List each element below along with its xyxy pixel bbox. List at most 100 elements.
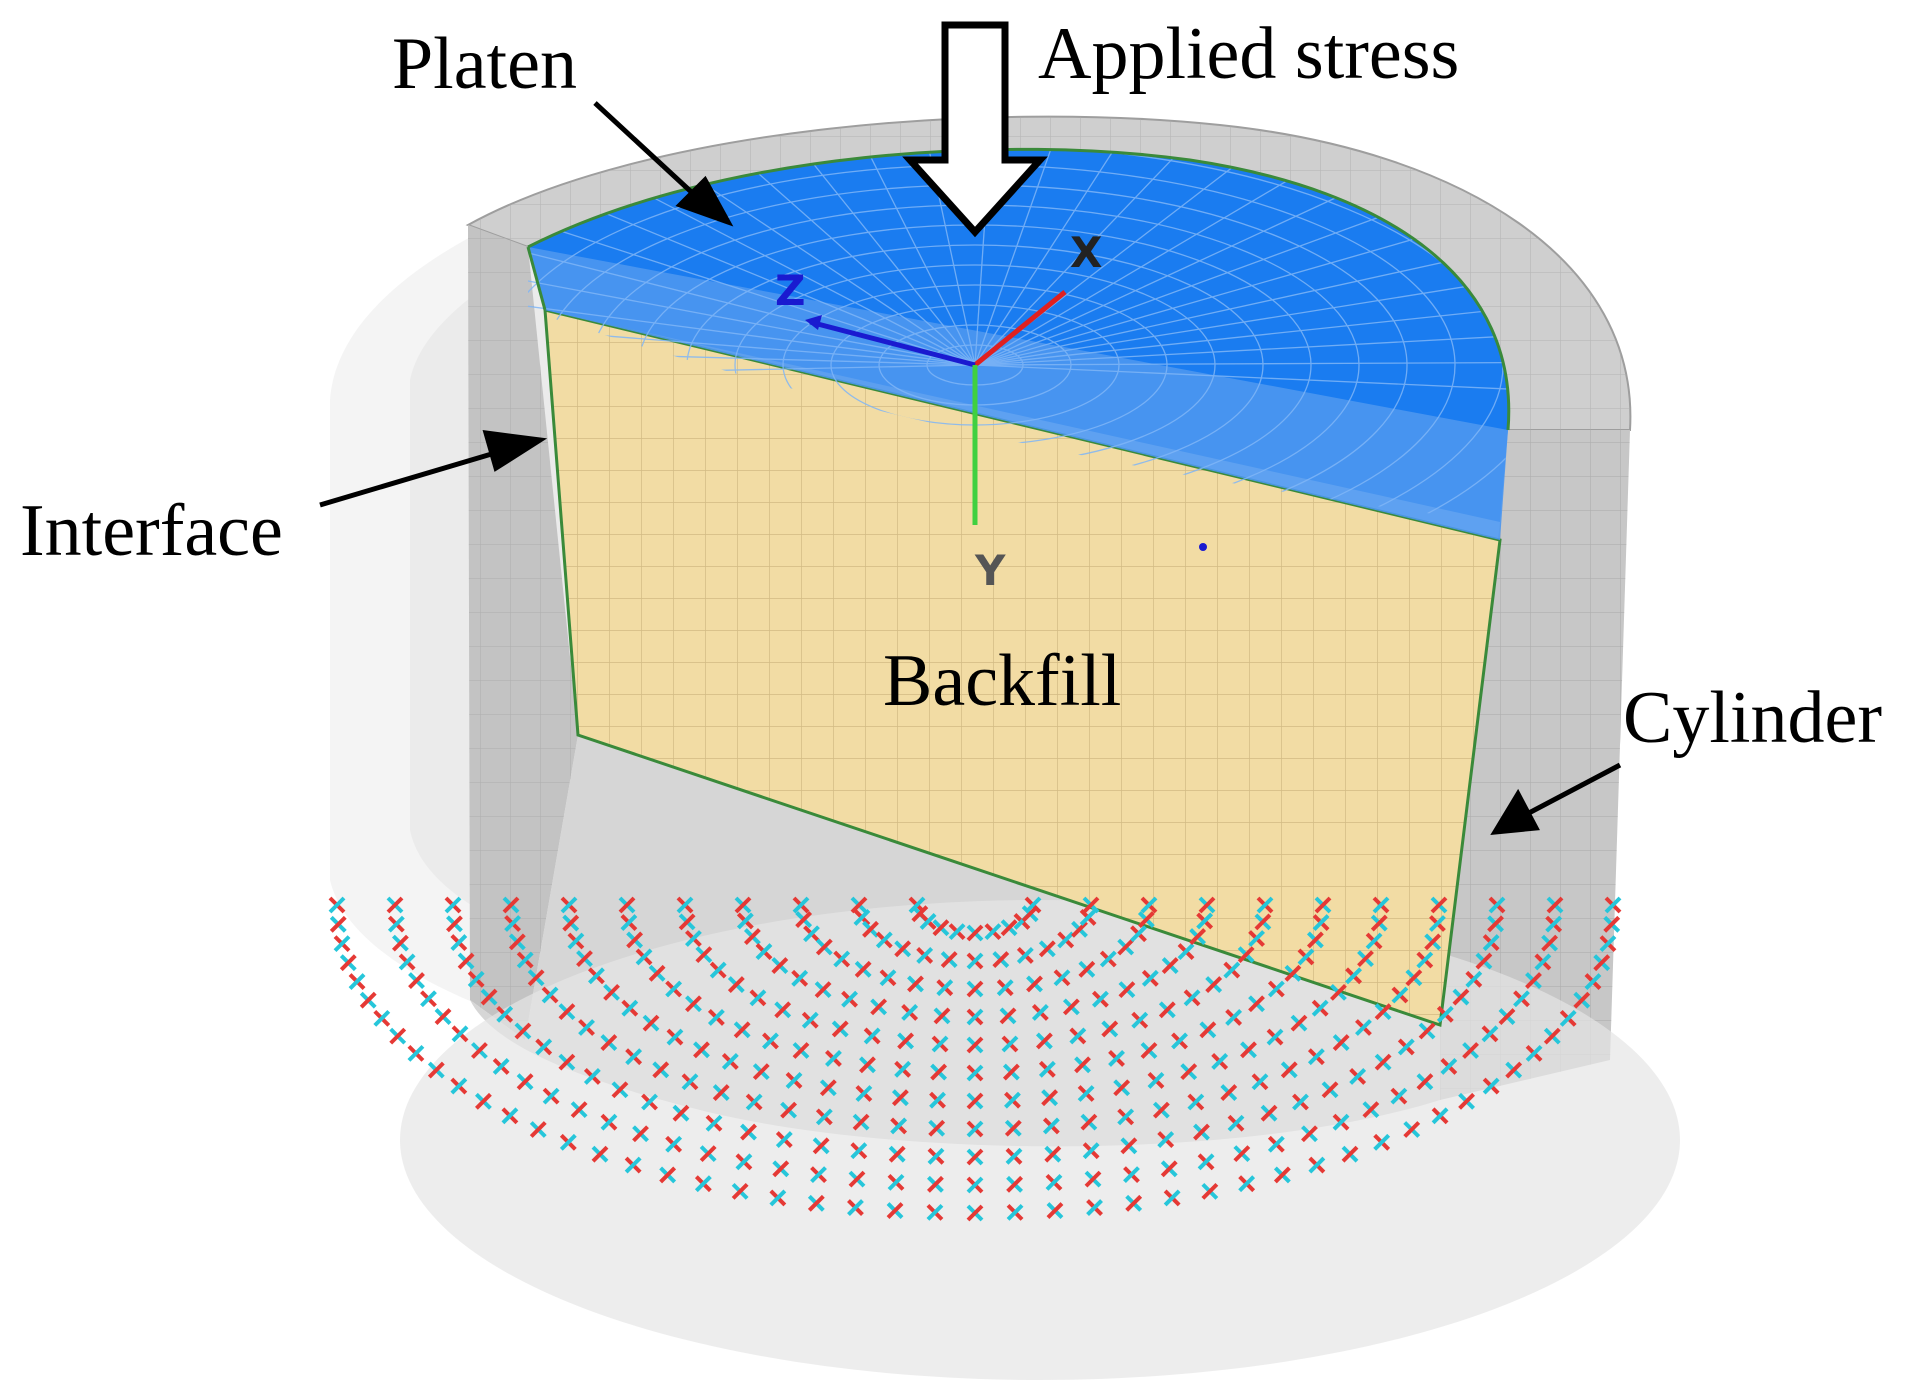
support-symbol: [1372, 896, 1390, 914]
support-symbol: [745, 1093, 763, 1111]
support-symbol: [743, 928, 761, 945]
support-symbol: [1452, 988, 1470, 1006]
support-symbol: [1079, 909, 1097, 926]
support-symbol: [762, 1032, 779, 1050]
support-symbol: [966, 1204, 984, 1222]
support-symbol: [847, 1199, 864, 1216]
support-symbol: [1038, 940, 1056, 958]
support-symbol: [1240, 1041, 1257, 1059]
support-symbol: [570, 1101, 588, 1119]
support-symbol: [855, 1085, 873, 1102]
support-symbol: [562, 914, 580, 932]
support-symbol: [1256, 896, 1274, 914]
support-symbol: [1391, 986, 1409, 1004]
support-symbol: [897, 1032, 915, 1050]
support-symbol: [389, 1027, 407, 1045]
backfill-section: [543, 308, 1502, 1028]
support-symbol: [567, 932, 585, 950]
support-symbol: [1001, 1035, 1019, 1053]
support-symbol: [1301, 1125, 1318, 1143]
support-symbol: [492, 1058, 510, 1075]
support-symbol: [446, 915, 463, 933]
support-symbol: [1314, 896, 1332, 914]
support-symbol: [527, 969, 545, 987]
support-symbol: [1082, 896, 1100, 914]
support-symbol: [1197, 1153, 1215, 1171]
support-symbol: [1044, 1145, 1062, 1163]
support-symbol: [814, 981, 832, 999]
support-symbol: [1196, 912, 1214, 930]
support-symbol: [1141, 969, 1159, 987]
support-symbol: [624, 1156, 642, 1174]
support-symbol: [1330, 983, 1347, 1001]
support-symbol: [642, 1014, 660, 1032]
support-symbol: [712, 1084, 730, 1101]
support-symbol: [504, 915, 521, 932]
support-symbol: [1000, 919, 1018, 937]
support-symbol: [1117, 1108, 1135, 1126]
support-symbol: [625, 1048, 643, 1066]
support-symbol: [888, 1145, 906, 1163]
support-symbol: [948, 923, 966, 941]
support-symbol: [1248, 995, 1265, 1013]
support-symbol: [1016, 947, 1034, 964]
support-symbol: [339, 954, 357, 972]
support-symbol: [1140, 1042, 1158, 1059]
support-symbol: [1321, 1081, 1339, 1099]
support-symbol: [665, 980, 683, 998]
support-symbol: [1045, 1173, 1063, 1191]
support-symbol: [721, 1052, 739, 1070]
support-symbol: [894, 940, 912, 958]
support-symbol: [665, 1135, 683, 1153]
support-symbol: [870, 998, 888, 1016]
support-symbol: [740, 1123, 757, 1141]
platen-leader-arrow: [593, 101, 734, 227]
support-symbol: [496, 1005, 514, 1023]
support-symbol: [1482, 934, 1500, 951]
support-symbol: [1004, 1119, 1022, 1137]
support-symbol: [329, 915, 347, 933]
support-symbol: [1238, 1175, 1256, 1193]
support-symbol: [1205, 976, 1223, 993]
support-symbol: [407, 1044, 425, 1062]
support-symbol: [1053, 969, 1071, 987]
support-symbol: [853, 909, 871, 926]
support-symbol: [693, 1041, 710, 1059]
support-symbol: [1604, 896, 1622, 914]
support-symbol: [600, 1034, 618, 1051]
support-symbol: [1074, 1056, 1091, 1074]
support-symbol: [659, 1166, 677, 1184]
support-symbol: [359, 991, 377, 1009]
support-symbol: [1306, 931, 1324, 949]
support-symbol: [1260, 1104, 1278, 1122]
support-symbol: [775, 1131, 793, 1148]
support-symbol: [1273, 1166, 1291, 1184]
support-symbol: [1157, 1131, 1175, 1148]
support-symbol: [859, 1056, 876, 1074]
cylinder-label: Cylinder: [1623, 677, 1882, 759]
support-symbol: [1137, 911, 1155, 929]
support-symbol: [1487, 915, 1504, 933]
support-symbol: [1152, 1101, 1170, 1119]
support-symbol: [576, 950, 593, 968]
support-symbol: [1123, 1166, 1140, 1184]
support-symbol: [678, 913, 696, 931]
support-symbol: [1341, 1145, 1359, 1163]
platen-label: Platen: [392, 23, 577, 105]
support-symbol: [1458, 1092, 1476, 1110]
support-symbol: [676, 896, 694, 914]
support-symbol: [480, 988, 498, 1006]
support-symbol: [1002, 1063, 1020, 1081]
support-symbol: [620, 914, 638, 931]
support-symbol: [1248, 930, 1265, 947]
support-symbol: [966, 924, 984, 942]
support-symbol: [1418, 1022, 1436, 1040]
support-symbol: [848, 1170, 866, 1188]
support-symbol: [735, 1153, 753, 1171]
support-symbol: [1292, 1093, 1309, 1111]
support-symbol: [1211, 1052, 1229, 1070]
support-symbol: [926, 1203, 944, 1221]
support-symbol: [1390, 1087, 1408, 1105]
support-symbol: [862, 920, 879, 938]
support-symbol: [841, 990, 858, 1008]
